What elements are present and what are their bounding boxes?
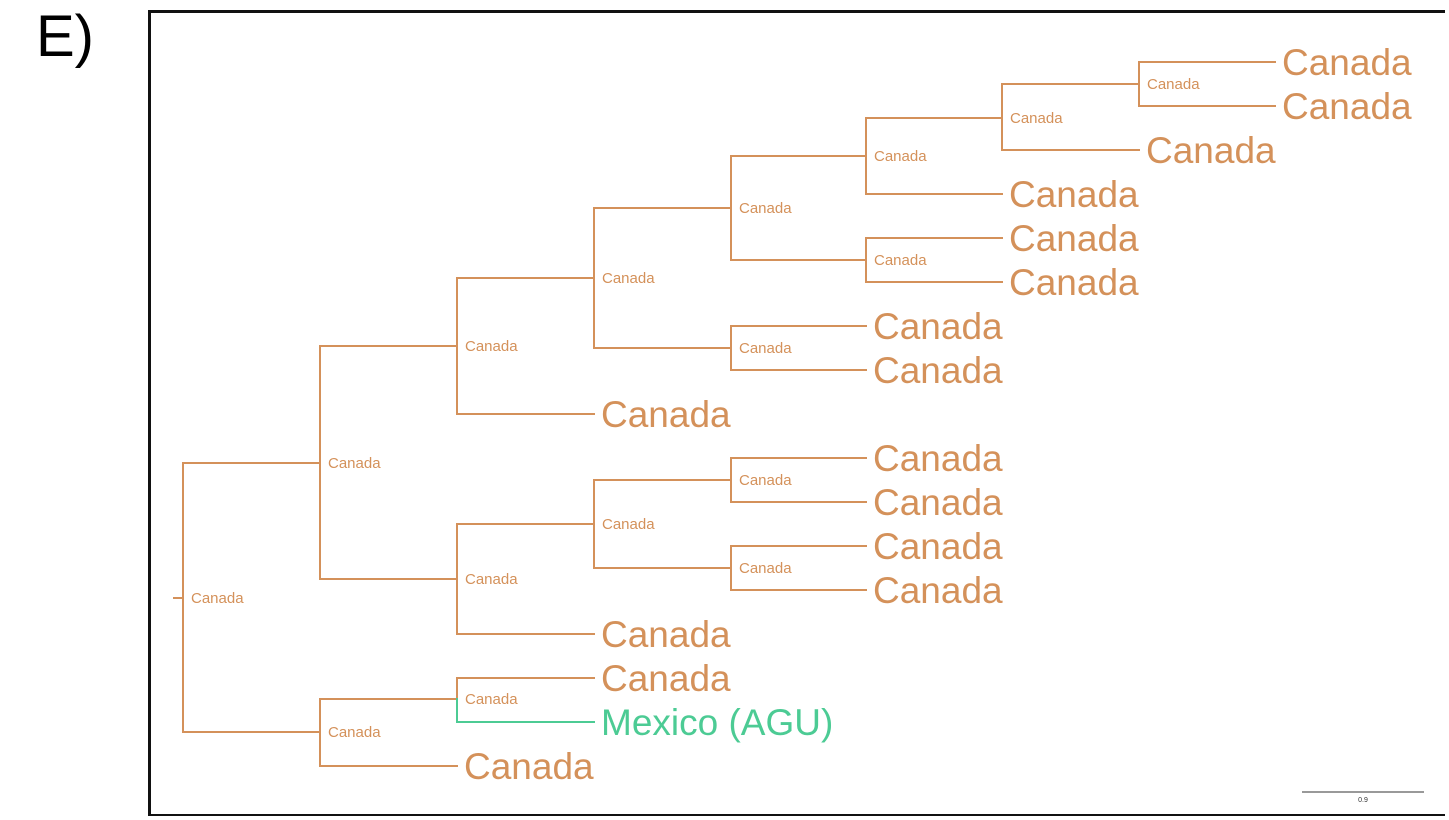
node-label: Canada	[739, 560, 792, 577]
leaf-label: Canada	[464, 746, 594, 787]
node-label: Canada	[1147, 76, 1200, 93]
node-label: Canada	[602, 516, 655, 533]
node-label: Canada	[874, 148, 927, 165]
leaf-label: Canada	[873, 306, 1003, 347]
node-label: Canada	[465, 338, 518, 355]
node-label: Canada	[739, 340, 792, 357]
scale-bar: 0.9	[1302, 791, 1424, 804]
leaf-labels: CanadaCanadaCanadaCanadaCanadaCanadaCana…	[464, 42, 1412, 787]
node-label: Canada	[874, 252, 927, 269]
scale-bar-label: 0.9	[1358, 797, 1368, 804]
node-label: Canada	[328, 724, 381, 741]
node-label: Canada	[191, 590, 244, 607]
leaf-label: Canada	[601, 394, 731, 435]
leaf-label: Mexico (AGU)	[601, 702, 833, 743]
leaf-label: Canada	[1146, 130, 1276, 171]
node-label: Canada	[739, 200, 792, 217]
leaf-label: Canada	[1282, 86, 1412, 127]
leaf-label: Canada	[601, 658, 731, 699]
leaf-label: Canada	[1009, 174, 1139, 215]
leaf-label: Canada	[873, 482, 1003, 523]
node-label: Canada	[465, 691, 518, 708]
leaf-label: Canada	[873, 438, 1003, 479]
tree-frame	[148, 10, 1445, 816]
node-label: Canada	[1010, 110, 1063, 127]
tree-branches	[173, 61, 1276, 767]
leaf-label: Canada	[1009, 262, 1139, 303]
node-label: Canada	[602, 270, 655, 287]
node-label: Canada	[328, 455, 381, 472]
node-label: Canada	[739, 472, 792, 489]
internal-node-labels: CanadaCanadaCanadaCanadaCanadaCanadaCana…	[191, 76, 1200, 741]
leaf-label: Canada	[873, 526, 1003, 567]
leaf-label: Canada	[1009, 218, 1139, 259]
node-label: Canada	[465, 571, 518, 588]
leaf-label: Canada	[601, 614, 731, 655]
leaf-label: Canada	[1282, 42, 1412, 83]
leaf-label: Canada	[873, 350, 1003, 391]
panel-label: E)	[36, 4, 94, 69]
leaf-label: Canada	[873, 570, 1003, 611]
